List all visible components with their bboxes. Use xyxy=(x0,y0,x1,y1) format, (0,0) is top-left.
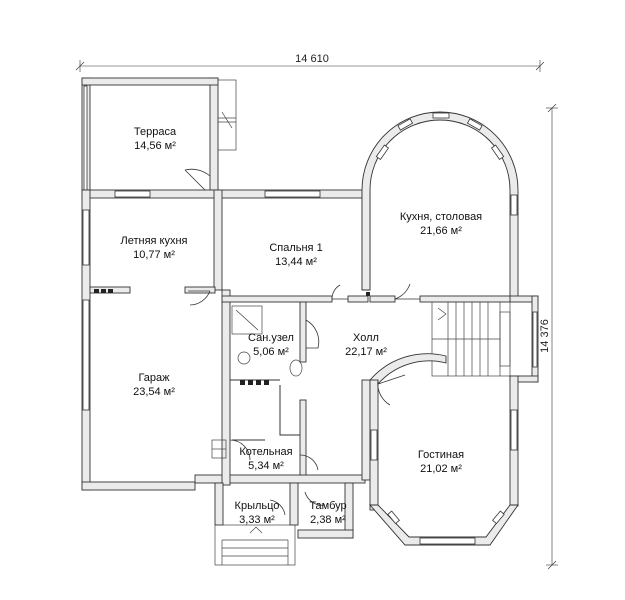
room-porch: Крыльцо 3,33 м² xyxy=(235,500,280,526)
room-area: 3,33 м² xyxy=(239,514,275,526)
height-dimension-label: 14 376 xyxy=(539,319,551,353)
room-area: 23,54 м² xyxy=(133,386,175,398)
room-area: 21,66 м² xyxy=(420,225,462,237)
room-area: 5,06 м² xyxy=(253,346,289,358)
room-area: 2,38 м² xyxy=(310,514,346,526)
room-area: 13,44 м² xyxy=(275,256,317,268)
room-name: Гараж xyxy=(138,372,170,384)
room-name: Гостиная xyxy=(418,449,464,461)
room-name: Летняя кухня xyxy=(120,235,187,247)
room-kitchen-dining: Кухня, столовая 21,66 м² xyxy=(400,211,482,237)
room-vestibule: Тамбур 2,38 м² xyxy=(309,500,346,526)
room-boiler-room: Котельная 5,34 м² xyxy=(239,446,292,472)
porch-vestibule xyxy=(214,482,354,566)
dimension-height: 14 376 xyxy=(539,103,558,570)
room-bedroom-1: Спальня 1 13,44 м² xyxy=(269,242,322,268)
dimension-width: 14 610 xyxy=(75,53,545,72)
terrace-frame xyxy=(81,77,237,191)
room-name: Котельная xyxy=(239,446,292,458)
room-bathroom: Сан.узел 5,06 м² xyxy=(248,332,294,358)
room-hall: Холл 22,17 м² xyxy=(345,332,387,358)
room-name: Спальня 1 xyxy=(269,242,322,254)
room-garage: Гараж 23,54 м² xyxy=(133,372,175,398)
interior-walls xyxy=(89,280,371,486)
room-name: Сан.узел xyxy=(248,332,294,344)
room-name: Тамбур xyxy=(309,500,346,512)
room-area: 5,34 м² xyxy=(248,460,284,472)
room-living-room: Гостиная 21,02 м² xyxy=(418,449,464,475)
room-area: 10,77 м² xyxy=(133,249,175,261)
staircase xyxy=(431,301,511,377)
room-name: Крыльцо xyxy=(235,500,280,512)
doors xyxy=(184,168,420,516)
living-room-walls xyxy=(369,353,519,546)
room-name: Кухня, столовая xyxy=(400,211,482,223)
width-dimension-label: 14 610 xyxy=(295,53,329,65)
bathroom-fixtures xyxy=(211,305,303,459)
room-area: 22,17 м² xyxy=(345,346,387,358)
room-labels: Терраса 14,56 м² Летняя кухня 10,77 м² С… xyxy=(120,126,482,526)
room-name: Терраса xyxy=(134,126,177,138)
room-summer-kitchen: Летняя кухня 10,77 м² xyxy=(120,235,187,261)
room-area: 21,02 м² xyxy=(420,463,462,475)
room-terrace: Терраса 14,56 м² xyxy=(134,126,177,152)
room-name: Холл xyxy=(353,332,379,344)
kitchen-bay xyxy=(361,111,539,383)
room-area: 14,56 м² xyxy=(134,140,176,152)
